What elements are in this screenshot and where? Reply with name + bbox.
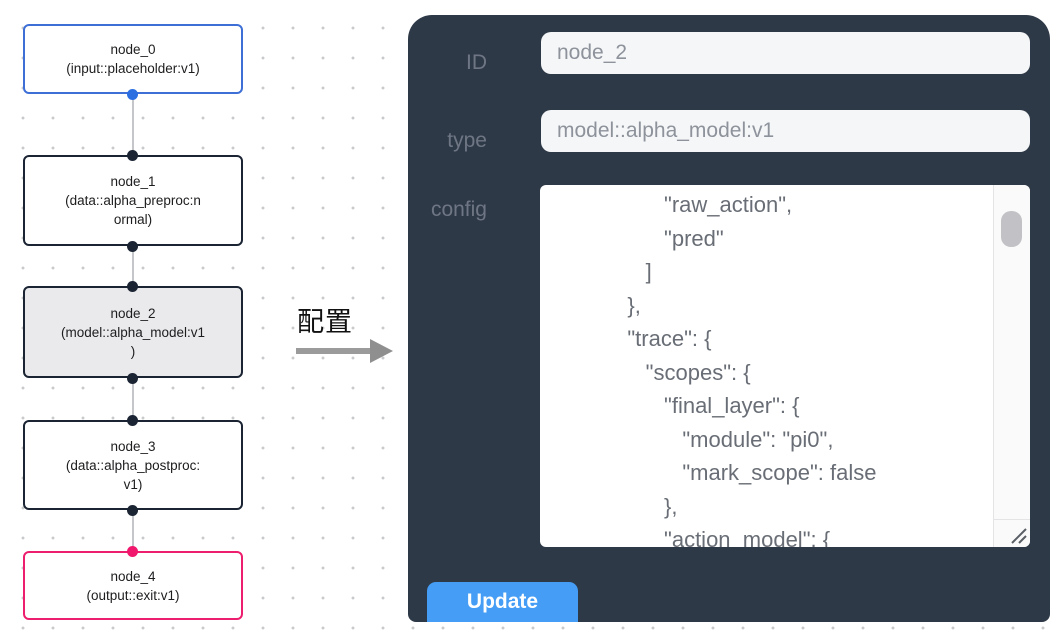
config-label: config [430, 198, 487, 221]
configure-arrow-icon [296, 339, 393, 363]
node_2-port-top-icon[interactable] [127, 280, 138, 292]
node-label-line: (data::alpha_postproc: [65, 457, 201, 473]
node_1-port-bottom-icon[interactable] [127, 240, 138, 252]
config-scrollbar-track[interactable] [993, 185, 1030, 520]
edge [132, 510, 134, 551]
edge [132, 378, 134, 420]
node-label-line: node_2 [110, 305, 156, 321]
node-label-line: (output::exit:v1) [86, 587, 180, 603]
update-button[interactable]: Update [427, 582, 578, 622]
node-label-line: node_4 [110, 568, 156, 584]
node-label-line: ormal) [113, 212, 153, 227]
configure-annotation-label: 配置 [297, 307, 353, 337]
config-resize-corner [993, 519, 1030, 547]
node-label-line: node_3 [110, 438, 156, 454]
config-panel: ID type config "raw_action", "pred" ] },… [408, 15, 1050, 622]
type-input[interactable] [541, 110, 1030, 152]
flow-node-node_3[interactable]: node_3(data::alpha_postproc:v1) [23, 420, 243, 510]
node-label-line: (data::alpha_preproc:n [65, 193, 201, 208]
edge [132, 246, 134, 286]
node_3-port-top-icon[interactable] [127, 414, 138, 426]
node_3-port-bottom-icon[interactable] [127, 504, 138, 516]
node-label-line: (input::placeholder:v1) [66, 61, 200, 76]
node-label-line: (model::alpha_model:v1 [60, 324, 206, 340]
flow-node-node_2[interactable]: node_2(model::alpha_model:v1) [23, 286, 243, 378]
resize-handle-icon[interactable] [1008, 525, 1028, 545]
node_1-port-top-icon[interactable] [127, 149, 138, 161]
type-label: type [447, 129, 487, 152]
flow-node-node_0[interactable]: node_0(input::placeholder:v1) [23, 24, 243, 94]
node_0-port-bottom-icon[interactable] [127, 88, 138, 100]
id-input[interactable] [541, 32, 1030, 74]
node_2-port-bottom-icon[interactable] [127, 372, 138, 384]
config-textarea[interactable]: "raw_action", "pred" ] }, "trace": { "sc… [540, 185, 1030, 547]
config-scrollbar-thumb[interactable] [1001, 211, 1022, 247]
flow-node-node_4[interactable]: node_4(output::exit:v1) [23, 551, 243, 620]
node-label-line: v1) [123, 476, 143, 492]
edge [132, 94, 134, 155]
id-label: ID [466, 51, 487, 74]
node-label-line: node_0 [110, 42, 156, 57]
node-label-line: ) [130, 343, 136, 359]
node_4-port-top-icon[interactable] [127, 545, 138, 557]
node-label-line: node_1 [110, 174, 156, 189]
config-json-text[interactable]: "raw_action", "pred" ] }, "trace": { "sc… [627, 192, 877, 547]
